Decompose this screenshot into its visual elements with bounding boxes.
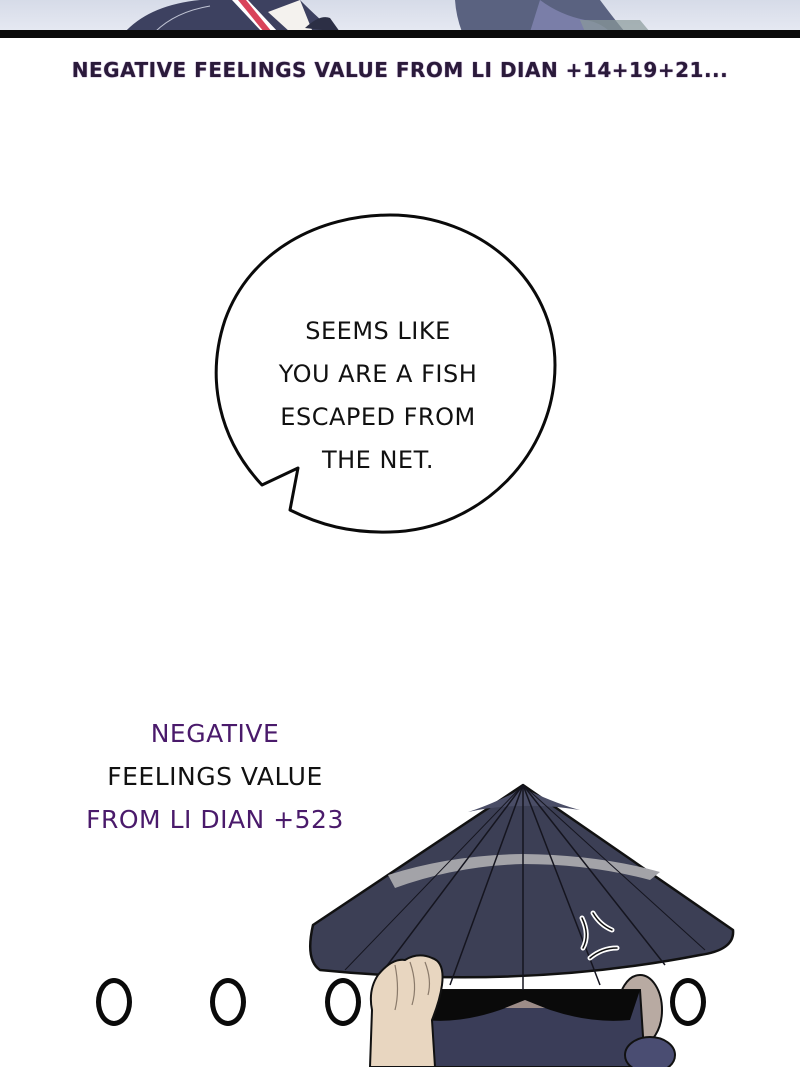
sound-effect-letter — [325, 978, 361, 1026]
hand-icon — [368, 954, 444, 1067]
sound-effect-letter — [670, 978, 706, 1026]
speech-bubble-text: SEEMS LIKE YOU ARE A FISH ESCAPED FROM T… — [258, 310, 498, 482]
sound-effect-letter — [210, 978, 246, 1026]
caption-line: FROM LI DIAN +523 — [86, 805, 344, 834]
caption-line: FEELINGS VALUE — [107, 762, 323, 791]
previous-panel-illustration — [0, 0, 800, 32]
conical-hat — [308, 783, 735, 990]
sound-effect — [0, 978, 800, 1038]
bubble-line: SEEMS LIKE — [305, 317, 451, 345]
panel-border — [0, 30, 800, 38]
characters-illustration — [125, 0, 650, 32]
bubble-line: YOU ARE A FISH — [278, 360, 478, 388]
system-notification-caption-large: NEGATIVE FEELINGS VALUE FROM LI DIAN +52… — [50, 712, 380, 841]
caption-line: NEGATIVE — [150, 719, 280, 748]
sound-effect-letter — [96, 978, 132, 1026]
system-notification-caption: NEGATIVE FEELINGS VALUE FROM LI DIAN +14… — [71, 58, 729, 82]
bubble-line: ESCAPED FROM — [280, 403, 476, 431]
bubble-line: THE NET. — [321, 446, 435, 474]
